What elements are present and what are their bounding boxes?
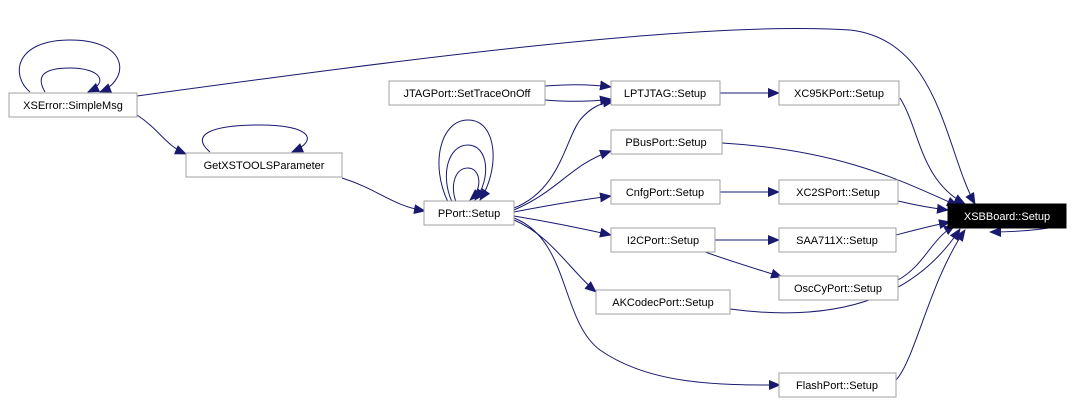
edge-xserror-self-inner [40, 67, 101, 93]
node-xserror-label: XSError::SimpleMsg [23, 100, 123, 112]
node-pbus-label: PBusPort::Setup [625, 137, 706, 149]
edge-xc95k-xsb [899, 97, 966, 205]
node-getparam[interactable]: GetXSTOOLSParameter [185, 152, 343, 178]
edge-pport-i2c [513, 215, 612, 238]
node-xc95k-label: XC95KPort::Setup [794, 88, 884, 100]
edge-xc2s-xsb [897, 200, 949, 214]
node-akcodec[interactable]: AKCodecPort::Setup [595, 289, 731, 315]
edge-getparam-pport [341, 177, 426, 215]
edge-xserror-xsb [136, 27, 976, 205]
edge-pport-self-2 [445, 144, 487, 203]
edge-pbus-xsb [721, 142, 959, 207]
node-flash-label: FlashPort::Setup [796, 380, 878, 392]
node-oscy[interactable]: OscCyPort::Setup [778, 275, 899, 301]
edge-getparam-self [202, 124, 308, 153]
node-flash[interactable]: FlashPort::Setup [778, 372, 897, 398]
edge-saa-xsb [895, 219, 951, 236]
node-getparam-label: GetXSTOOLSParameter [204, 160, 325, 172]
node-pport-label: PPort::Setup [438, 208, 500, 220]
edge-pport-pbus [513, 149, 612, 211]
node-pbus[interactable]: PBusPort::Setup [610, 129, 723, 155]
node-saa[interactable]: SAA711X::Setup [778, 227, 897, 253]
node-cnfg-label: CnfgPort::Setup [626, 187, 704, 199]
node-pport[interactable]: PPort::Setup [423, 200, 515, 226]
edge-xserror-getparam [136, 114, 187, 155]
node-xserror[interactable]: XSError::SimpleMsg [8, 92, 138, 118]
node-saa-label: SAA711X::Setup [796, 235, 878, 247]
edge-jtag-lptjtag-a [544, 80, 612, 91]
edge-pport-cnfg [513, 192, 612, 213]
node-xc2s-label: XC2SPort::Setup [796, 187, 880, 199]
node-jtag[interactable]: JTAGPort::SetTraceOnOff [388, 80, 546, 106]
node-i2c-label: I2CPort::Setup [627, 235, 699, 247]
edge-pport-self-1 [438, 119, 494, 203]
edge-pport-akcodec [513, 219, 597, 293]
edge-pport-lptjtag [513, 97, 615, 209]
node-cnfg[interactable]: CnfgPort::Setup [610, 179, 721, 205]
edge-xserror-self-outer [18, 39, 121, 93]
node-xc95k[interactable]: XC95KPort::Setup [778, 80, 900, 106]
edges [18, 27, 1061, 390]
edge-pport-self-3 [453, 167, 482, 203]
node-lptjtag-label: LPTJTAG::Setup [624, 88, 706, 100]
edge-oscy-xsb [897, 224, 956, 281]
edge-i2c-oscy [699, 249, 783, 279]
node-oscy-label: OscCyPort::Setup [794, 283, 882, 295]
node-akcodec-label: AKCodecPort::Setup [612, 297, 714, 309]
edge-pport-flash [513, 217, 781, 390]
node-i2c[interactable]: I2CPort::Setup [610, 227, 716, 253]
node-lptjtag[interactable]: LPTJTAG::Setup [610, 80, 721, 106]
nodes: XSError::SimpleMsg GetXSTOOLSParameter P… [8, 80, 1067, 398]
node-xc2s[interactable]: XC2SPort::Setup [778, 179, 899, 205]
edge-jtag-lptjtag-b [544, 95, 612, 106]
node-jtag-label: JTAGPort::SetTraceOnOff [404, 88, 532, 100]
node-xsb[interactable]: XSBBoard::Setup [947, 203, 1067, 229]
edge-flash-xsb [895, 229, 966, 381]
node-xsb-label: XSBBoard::Setup [964, 211, 1050, 223]
